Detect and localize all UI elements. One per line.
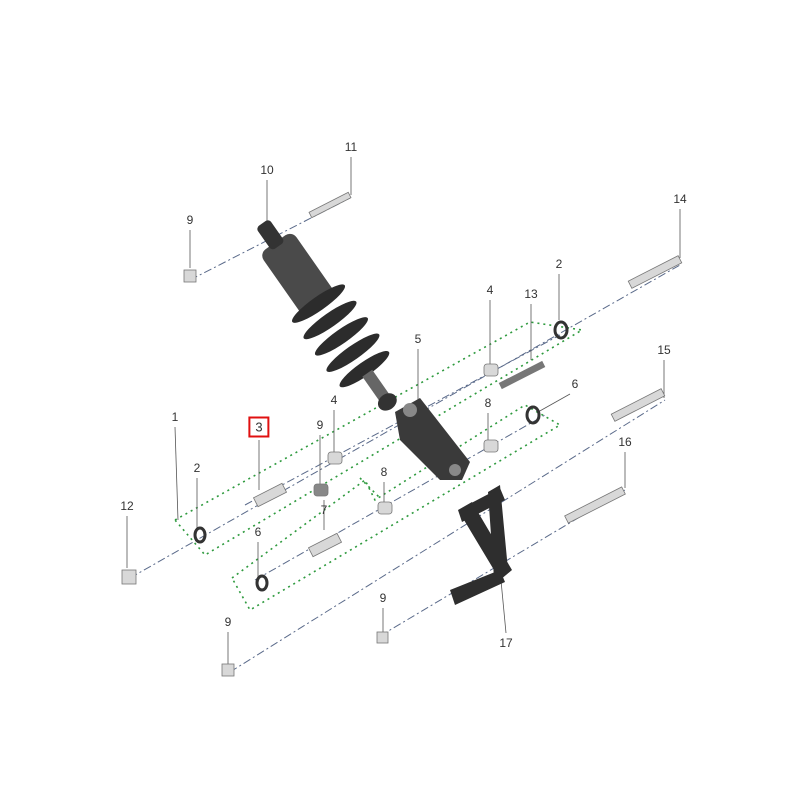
callout-11: 11: [344, 140, 358, 154]
callout-14: 14: [673, 192, 687, 206]
callout-6: 6: [571, 377, 579, 391]
callout-3-highlighted[interactable]: 3: [248, 416, 270, 438]
callout-4: 4: [330, 393, 338, 407]
callout-9: 9: [316, 418, 324, 432]
callout-8: 8: [380, 465, 388, 479]
callout-1: 1: [171, 410, 179, 424]
callout-10: 10: [260, 163, 274, 177]
rocker-link: [395, 398, 470, 480]
callout-9: 9: [224, 615, 232, 629]
callout-4: 4: [486, 283, 494, 297]
callout-6: 6: [254, 525, 262, 539]
leader-lines: [126, 157, 681, 665]
callout-15: 15: [657, 343, 671, 357]
callout-5: 5: [414, 332, 422, 346]
callout-2: 2: [555, 257, 563, 271]
hardware-parts: [121, 191, 683, 677]
callout-7: 7: [320, 503, 328, 517]
callout-9: 9: [379, 591, 387, 605]
callout-12: 12: [120, 499, 134, 513]
assembly-groups: [173, 321, 585, 612]
callout-16: 16: [618, 435, 632, 449]
callout-13: 13: [524, 287, 538, 301]
shock-absorber: [257, 220, 397, 411]
callout-17: 17: [499, 636, 513, 650]
callout-9: 9: [186, 213, 194, 227]
callout-2: 2: [193, 461, 201, 475]
dogbone-link: [450, 485, 512, 605]
callout-8: 8: [484, 396, 492, 410]
